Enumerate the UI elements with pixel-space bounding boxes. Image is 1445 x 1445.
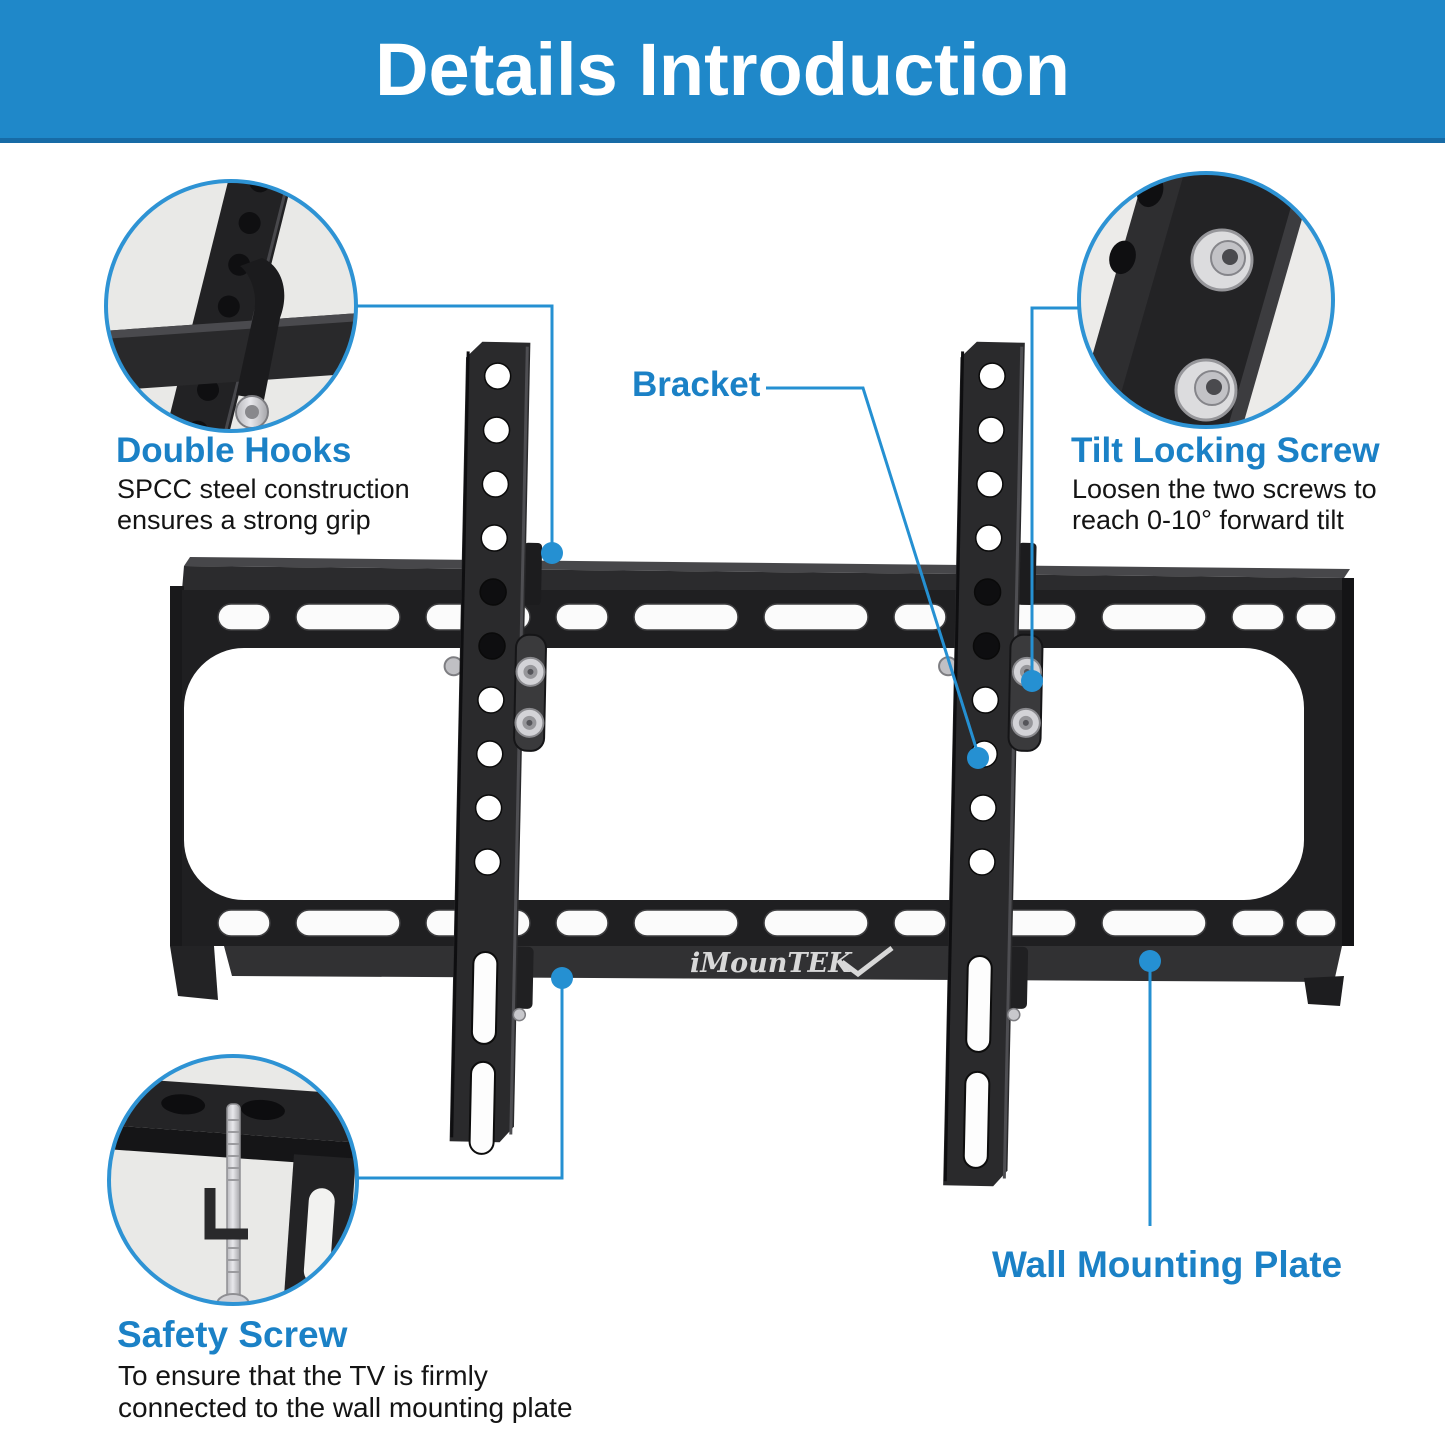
plate-left-flange: [170, 586, 184, 946]
safety-screw-desc-line1: To ensure that the TV is firmly: [118, 1360, 488, 1391]
safety-screw-title: Safety Screw: [117, 1314, 348, 1355]
double-hooks-desc-line1: SPCC steel construction: [117, 474, 410, 504]
callout-lines: [357, 304, 1152, 1226]
bracket-right-safety-screw: [1007, 1007, 1021, 1022]
double-hooks-desc-line2: ensures a strong grip: [117, 505, 371, 535]
callout-line-safety-screw: [358, 984, 564, 1180]
safety-screw-desc-line2: connected to the wall mounting plate: [118, 1392, 573, 1423]
callout-dot-tilt-locking-screw: [1021, 670, 1043, 692]
page-header: Details Introduction: [0, 0, 1445, 143]
detail-circle-double-hooks: [104, 179, 358, 433]
double-hooks-description: SPCC steel construction ensures a strong…: [117, 474, 410, 536]
bracket-left-tilt-screws: [514, 656, 546, 738]
safety-screw-description: To ensure that the TV is firmly connecte…: [118, 1360, 573, 1424]
detail-circle-safety-screw: [107, 1054, 359, 1306]
plate-right-foot: [1304, 976, 1344, 1006]
tilt-locking-screw-desc-line1: Loosen the two screws to: [1072, 474, 1377, 504]
bracket-label: Bracket: [632, 365, 761, 404]
callout-line-double-hooks: [357, 304, 554, 545]
bracket-left-holes: [473, 362, 512, 876]
plate-face: [182, 590, 1342, 946]
tilt-locking-screw-title: Tilt Locking Screw: [1071, 431, 1380, 470]
double-hooks-title: Double Hooks: [116, 431, 352, 470]
wall-mounting-plate: iMounTEK: [170, 557, 1354, 1006]
plate-bottom-slots: [217, 909, 1337, 937]
plate-right-flange: [1342, 578, 1354, 946]
plate-left-foot: [170, 946, 218, 1000]
tilt-screw-bottom: [1174, 358, 1238, 422]
plate-top-slots: [217, 603, 1337, 631]
callout-line-bracket: [766, 386, 980, 755]
bracket-left: [443, 341, 547, 1155]
tilt-locking-screw-description: Loosen the two screws to reach 0-10° for…: [1072, 474, 1377, 536]
callout-dot-wall-mounting-plate: [1139, 950, 1161, 972]
double-hook-shape: [236, 258, 285, 400]
brand-checkmark: [840, 946, 894, 978]
callout-dot-bracket: [967, 747, 989, 769]
page-title: Details Introduction: [375, 27, 1070, 111]
brand-logo: iMounTEK: [690, 948, 853, 979]
callout-dot-double-hooks: [541, 542, 563, 564]
callout-line-tilt-locking-screw: [1030, 306, 1078, 676]
safety-screw-shaft: [204, 1103, 250, 1304]
bracket-left-safety-screw: [512, 1007, 527, 1022]
tilt-screw-top: [1190, 228, 1254, 292]
callout-dot-safety-screw: [551, 967, 573, 989]
callout-dots: [541, 542, 1161, 989]
wall-mounting-plate-label: Wall Mounting Plate: [992, 1244, 1343, 1285]
tilt-locking-screw-desc-line2: reach 0-10° forward tilt: [1072, 505, 1344, 535]
